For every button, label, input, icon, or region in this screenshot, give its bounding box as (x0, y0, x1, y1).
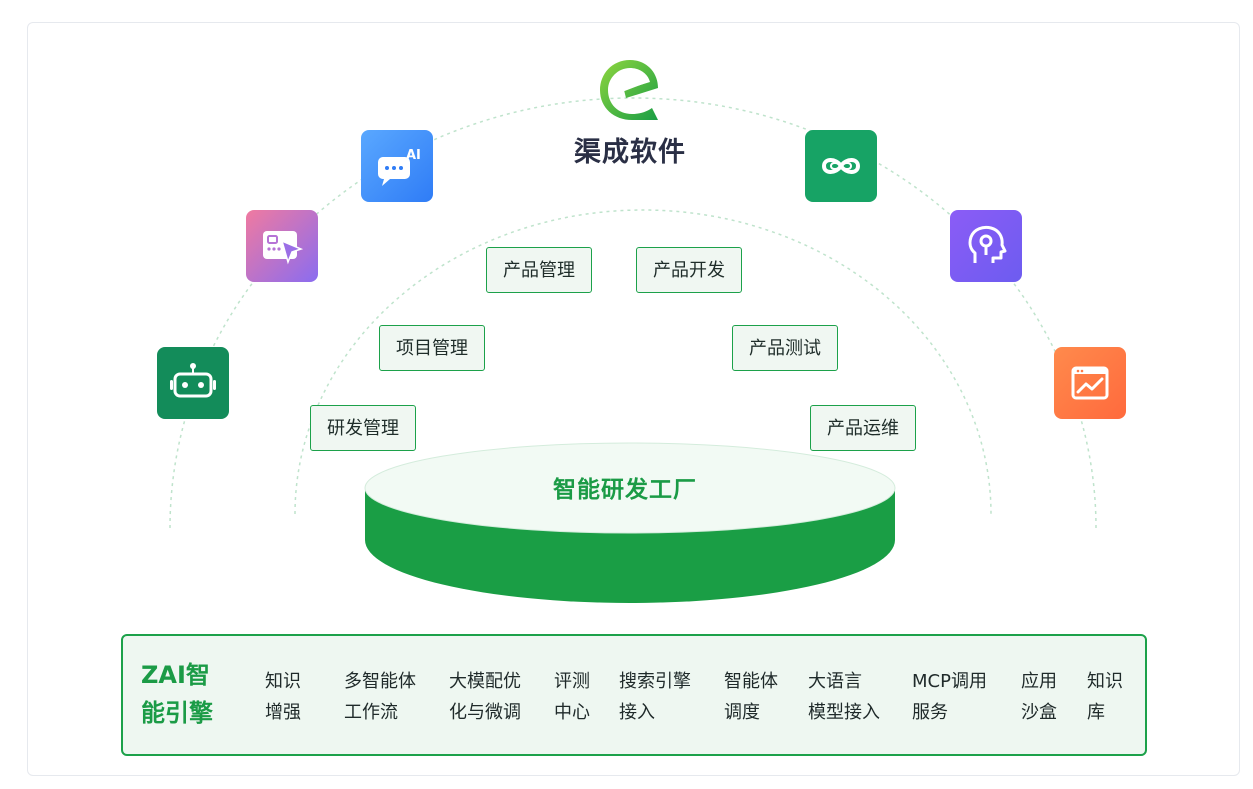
platform-disk-top (364, 442, 896, 534)
robot-icon (170, 363, 216, 398)
ai-chat-icon: AI (378, 148, 421, 186)
app-infinity[interactable] (805, 130, 877, 202)
platform-title: 智能研发工厂 (553, 477, 697, 503)
engine-feature[interactable]: 大模配优 化与微调 (449, 671, 521, 723)
engine-feature[interactable]: 知识 库 (1087, 671, 1123, 723)
engine-feature[interactable]: 智能体 调度 (724, 671, 778, 723)
module-product-testing[interactable]: 产品测试 (732, 325, 838, 371)
module-product-management[interactable]: 产品管理 (486, 247, 592, 293)
chart-window-icon (1071, 366, 1109, 400)
engine-feature[interactable]: 应用 沙盒 (1021, 671, 1057, 723)
brand-name: 渠成软件 (574, 137, 686, 168)
engine-feature[interactable]: 大语言 模型接入 (808, 671, 880, 723)
module-rd-management[interactable]: 研发管理 (310, 405, 416, 451)
app-chart[interactable] (1054, 347, 1126, 419)
app-ai-chat[interactable]: AI (361, 130, 433, 202)
engine-panel: ZAI智能引擎 知识 增强 多智能体 工作流 大模配优 化与微调 评测 中心 搜… (121, 634, 1147, 756)
ai-badge: AI (406, 148, 421, 163)
engine-feature[interactable]: 知识 增强 (265, 671, 301, 723)
engine-feature[interactable]: 搜索引擎 接入 (619, 671, 691, 723)
infinity-icon (821, 158, 861, 174)
inner-arc (294, 209, 992, 515)
cursor-board-icon (263, 231, 304, 265)
app-ai-head[interactable] (950, 210, 1022, 282)
ai-head-icon (968, 225, 1007, 263)
brand-logo-icon (596, 56, 664, 124)
outer-arc (169, 97, 1097, 529)
engine-feature[interactable]: 多智能体 工作流 (344, 671, 416, 723)
module-product-operations[interactable]: 产品运维 (810, 405, 916, 451)
module-project-management[interactable]: 项目管理 (379, 325, 485, 371)
engine-feature[interactable]: MCP调用 服务 (912, 671, 987, 723)
app-robot[interactable] (157, 347, 229, 419)
app-visual-select[interactable] (246, 210, 318, 282)
engine-feature[interactable]: 评测 中心 (554, 671, 590, 723)
engine-title: ZAI智能引擎 (141, 661, 213, 727)
module-product-development[interactable]: 产品开发 (636, 247, 742, 293)
